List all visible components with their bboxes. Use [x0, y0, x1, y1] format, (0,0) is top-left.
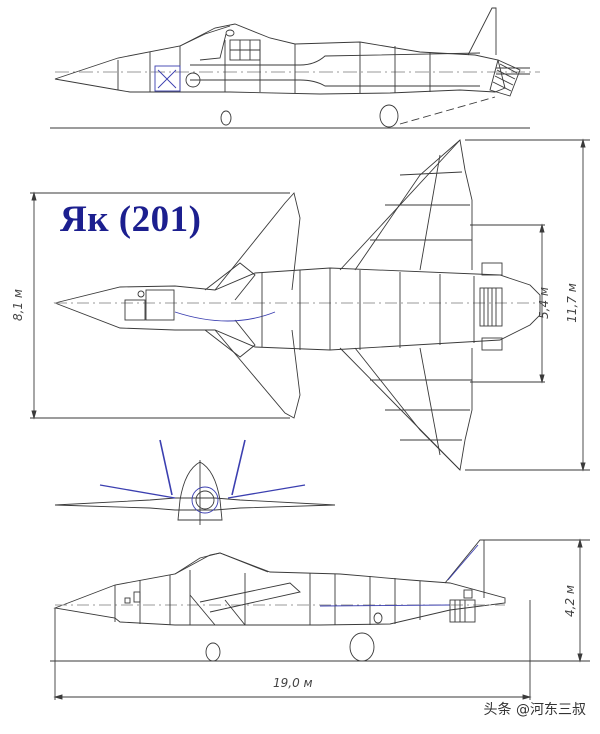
top-view	[30, 138, 590, 472]
dimension-tail-span-label: 5,4 м	[536, 287, 551, 319]
dimension-length-label: 19,0 м	[273, 676, 313, 690]
front-view	[54, 439, 336, 525]
dimension-wingspan-label: 8,1 м	[10, 289, 25, 321]
watermark: 头条 @河东三叔	[483, 702, 586, 718]
dimension-height-label: 4,2 м	[562, 585, 577, 617]
aircraft-title: Як (201)	[60, 199, 202, 240]
side-view	[50, 538, 590, 700]
side-cutaway-view	[50, 7, 540, 129]
dimension-overall-span-label: 11,7 м	[564, 283, 579, 323]
